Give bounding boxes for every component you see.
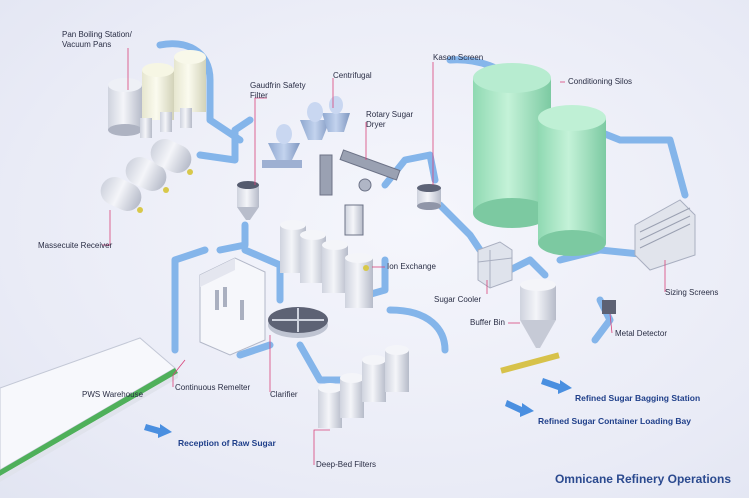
diagram-title: Omnicane Refinery Operations <box>554 472 731 486</box>
label-ion-exchange: Ion Exchange <box>387 262 436 271</box>
label-metal-detector: Metal Detector <box>615 329 668 338</box>
centrifugals <box>262 96 350 168</box>
label-kason: Kason Screen <box>433 53 484 62</box>
label-pws-warehouse: PWS Warehouse <box>82 390 144 399</box>
sugar-cooler <box>477 241 513 289</box>
sizing-screens <box>634 199 696 271</box>
vacuum-pans <box>108 50 206 138</box>
label-container-bay: Refined Sugar Container Loading Bay <box>538 416 692 426</box>
label-continuous-remelter: Continuous Remelter <box>175 383 251 392</box>
pipe-gaudfrin-drop <box>216 221 249 254</box>
conditioning-silos <box>473 63 606 256</box>
label-gaudfrin-line1: Gaudfrin Safety <box>250 81 306 90</box>
output-arrows <box>144 378 572 438</box>
pipe-ion-to-remelter <box>171 246 209 354</box>
pipe-silo-right <box>591 126 689 199</box>
label-massecuite: Massecuite Receiver <box>38 241 113 250</box>
label-sizing: Sizing Screens <box>665 288 719 297</box>
ion-exchange-tanks <box>280 220 373 308</box>
label-clarifier: Clarifier <box>270 390 298 399</box>
label-pan-boiling-line2: Vacuum Pans <box>62 40 112 49</box>
label-rotary-dryer: Rotary Sugar Dryer <box>366 110 413 130</box>
pipe-clarifier-to-filters <box>296 341 344 384</box>
metal-detector <box>602 300 616 314</box>
pipe-remelter-bottom <box>236 341 274 359</box>
pipe-silo-to-cooler <box>436 201 484 254</box>
label-buffer-bin: Buffer Bin <box>470 318 505 327</box>
rotary-dryer <box>319 149 401 236</box>
gaudfrin-filter <box>237 181 259 220</box>
label-centrifugal: Centrifugal <box>333 71 372 80</box>
label-rotary-dryer-line2: Dryer <box>366 120 386 129</box>
pipe-massecuite-loop <box>196 116 254 164</box>
label-bagging-station: Refined Sugar Bagging Station <box>575 393 701 403</box>
label-pan-boiling: Pan Boiling Station/ Vacuum Pans <box>62 30 132 50</box>
label-gaudfrin-line2: Filter <box>250 91 268 100</box>
remelter-building <box>199 257 266 356</box>
deep-bed-filters <box>318 345 409 428</box>
buffer-bin <box>500 279 560 374</box>
kason-screen <box>417 184 441 210</box>
label-gaudfrin: Gaudfrin Safety Filter <box>250 81 306 101</box>
label-sugar-cooler: Sugar Cooler <box>434 295 482 304</box>
leader-lines <box>102 48 666 465</box>
pws-warehouse <box>0 337 178 482</box>
label-pan-boiling-line1: Pan Boiling Station/ <box>62 30 132 39</box>
label-deep-bed: Deep-Bed Filters <box>316 460 377 469</box>
pipe-filters-right <box>386 306 449 354</box>
clarifier <box>268 307 328 338</box>
label-rotary-dryer-line1: Rotary Sugar <box>366 110 414 119</box>
label-raw-sugar: Reception of Raw Sugar <box>178 438 276 448</box>
massecuite-receivers <box>100 139 193 213</box>
label-conditioning: Conditioning Silos <box>568 77 633 86</box>
